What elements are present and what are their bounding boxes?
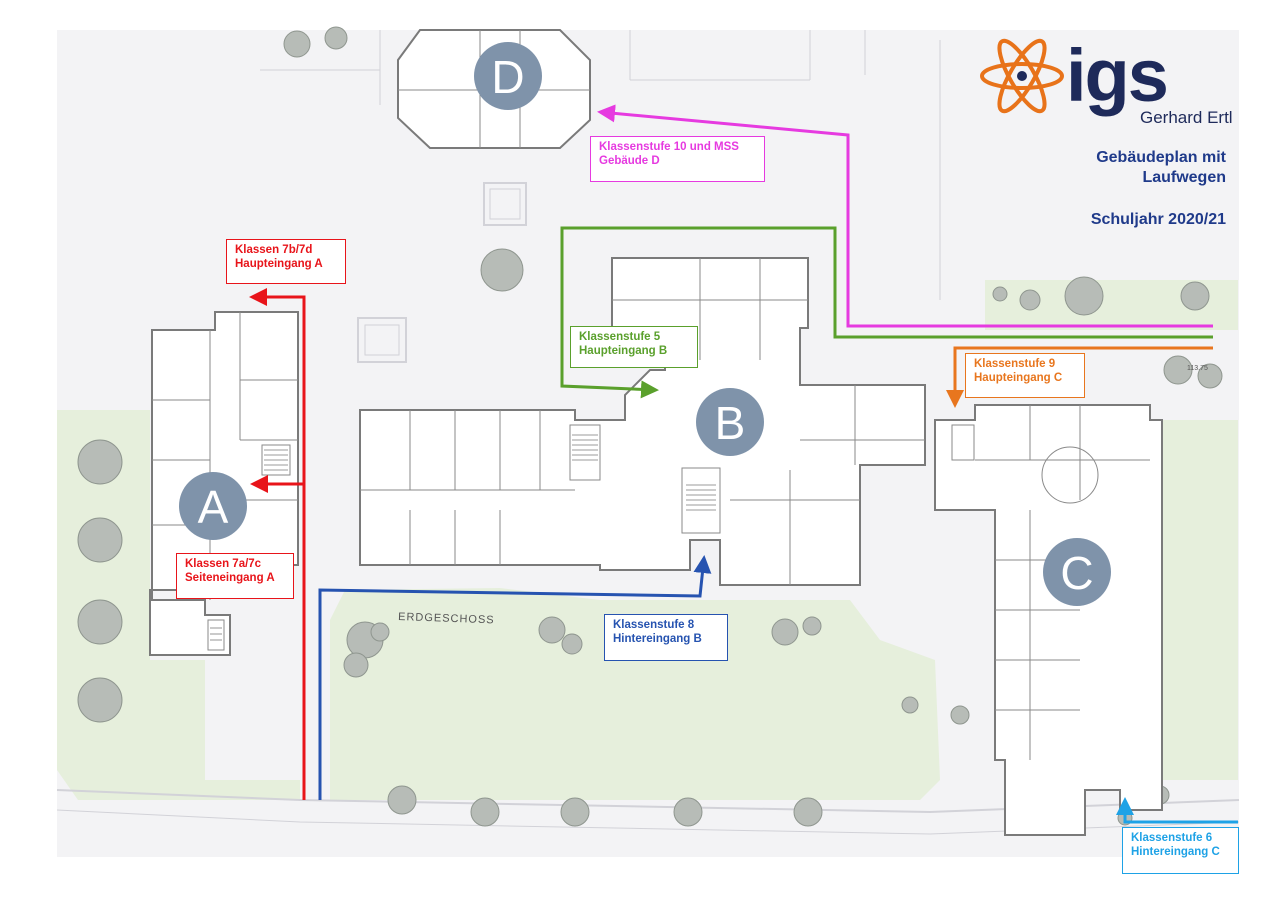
plan-title-line1: Gebäudeplan mit bbox=[1096, 149, 1226, 166]
route-label-7b7d: Klassen 7b/7d Haupteingang A bbox=[226, 239, 346, 284]
route-label-6: Klassenstufe 6 Hintereingang C bbox=[1122, 827, 1239, 874]
route-label-5-line1: Klassenstufe 5 bbox=[579, 331, 661, 343]
plan-title-line2: Laufwegen bbox=[1142, 169, 1226, 186]
route-label-8: Klassenstufe 8 Hintereingang B bbox=[604, 614, 728, 661]
route-label-7a7c-line2: Seiteneingang A bbox=[185, 572, 275, 584]
route-label-8-line2: Hintereingang B bbox=[613, 633, 702, 645]
route-7b7d-line bbox=[249, 288, 306, 800]
route-label-8-line1: Klassenstufe 8 bbox=[613, 619, 695, 631]
stairs bbox=[210, 434, 716, 641]
route-label-10mss-line2: Gebäude D bbox=[599, 155, 660, 167]
route-6-line bbox=[1116, 797, 1238, 824]
route-label-10mss: Klassenstufe 10 und MSS Gebäude D bbox=[590, 136, 765, 182]
floor-label: ERDGESCHOSS bbox=[398, 611, 495, 626]
atom-icon bbox=[980, 38, 1064, 114]
route-9-line bbox=[946, 346, 1213, 408]
building-letter-d: D bbox=[491, 51, 524, 103]
building-c-outline bbox=[934, 404, 1163, 836]
route-label-10mss-line1: Klassenstufe 10 und MSS bbox=[599, 141, 739, 153]
building-marker-c: C bbox=[1043, 538, 1111, 606]
building-marker-d: D bbox=[474, 42, 542, 110]
building-letter-c: C bbox=[1060, 547, 1093, 599]
route-8-line bbox=[318, 555, 712, 800]
route-label-6-line1: Klassenstufe 6 bbox=[1131, 832, 1213, 844]
route-label-7b7d-line2: Haupteingang A bbox=[235, 258, 323, 270]
building-letter-a: A bbox=[198, 481, 229, 533]
route-label-7a7c-line1: Klassen 7a/7c bbox=[185, 558, 262, 570]
building-letter-b: B bbox=[715, 397, 746, 449]
route-label-6-line2: Hintereingang C bbox=[1131, 846, 1220, 858]
trees bbox=[77, 26, 1223, 827]
logo-name: igs bbox=[1066, 34, 1167, 117]
route-label-7a7c: Klassen 7a/7c Seiteneingang A bbox=[176, 553, 294, 599]
spot-elevation: 113.75 bbox=[1187, 365, 1208, 372]
building-b-outline bbox=[359, 257, 926, 586]
route-5-line bbox=[560, 226, 1213, 399]
room-lines bbox=[152, 30, 1150, 760]
route-label-9: Klassenstufe 9 Haupteingang C bbox=[965, 353, 1085, 398]
route-label-9-line2: Haupteingang C bbox=[974, 372, 1063, 384]
route-label-9-line1: Klassenstufe 9 bbox=[974, 358, 1056, 370]
atom-nucleus-icon bbox=[1017, 71, 1027, 81]
route-lines bbox=[249, 104, 1238, 824]
route-label-5-line2: Haupteingang B bbox=[579, 345, 668, 357]
route-label-5: Klassenstufe 5 Haupteingang B bbox=[570, 326, 698, 368]
igs-logo: igs Gerhard Ertl bbox=[980, 34, 1233, 127]
building-marker-b: B bbox=[696, 388, 764, 456]
logo-subtitle: Gerhard Ertl bbox=[1140, 108, 1233, 127]
plan-title: Gebäudeplan mit Laufwegen bbox=[1096, 148, 1226, 188]
route-label-7b7d-line1: Klassen 7b/7d bbox=[235, 244, 313, 256]
school-year: Schuljahr 2020/21 bbox=[1090, 211, 1226, 228]
route-10mss-line bbox=[597, 104, 1213, 328]
building-marker-a: A bbox=[179, 472, 247, 540]
